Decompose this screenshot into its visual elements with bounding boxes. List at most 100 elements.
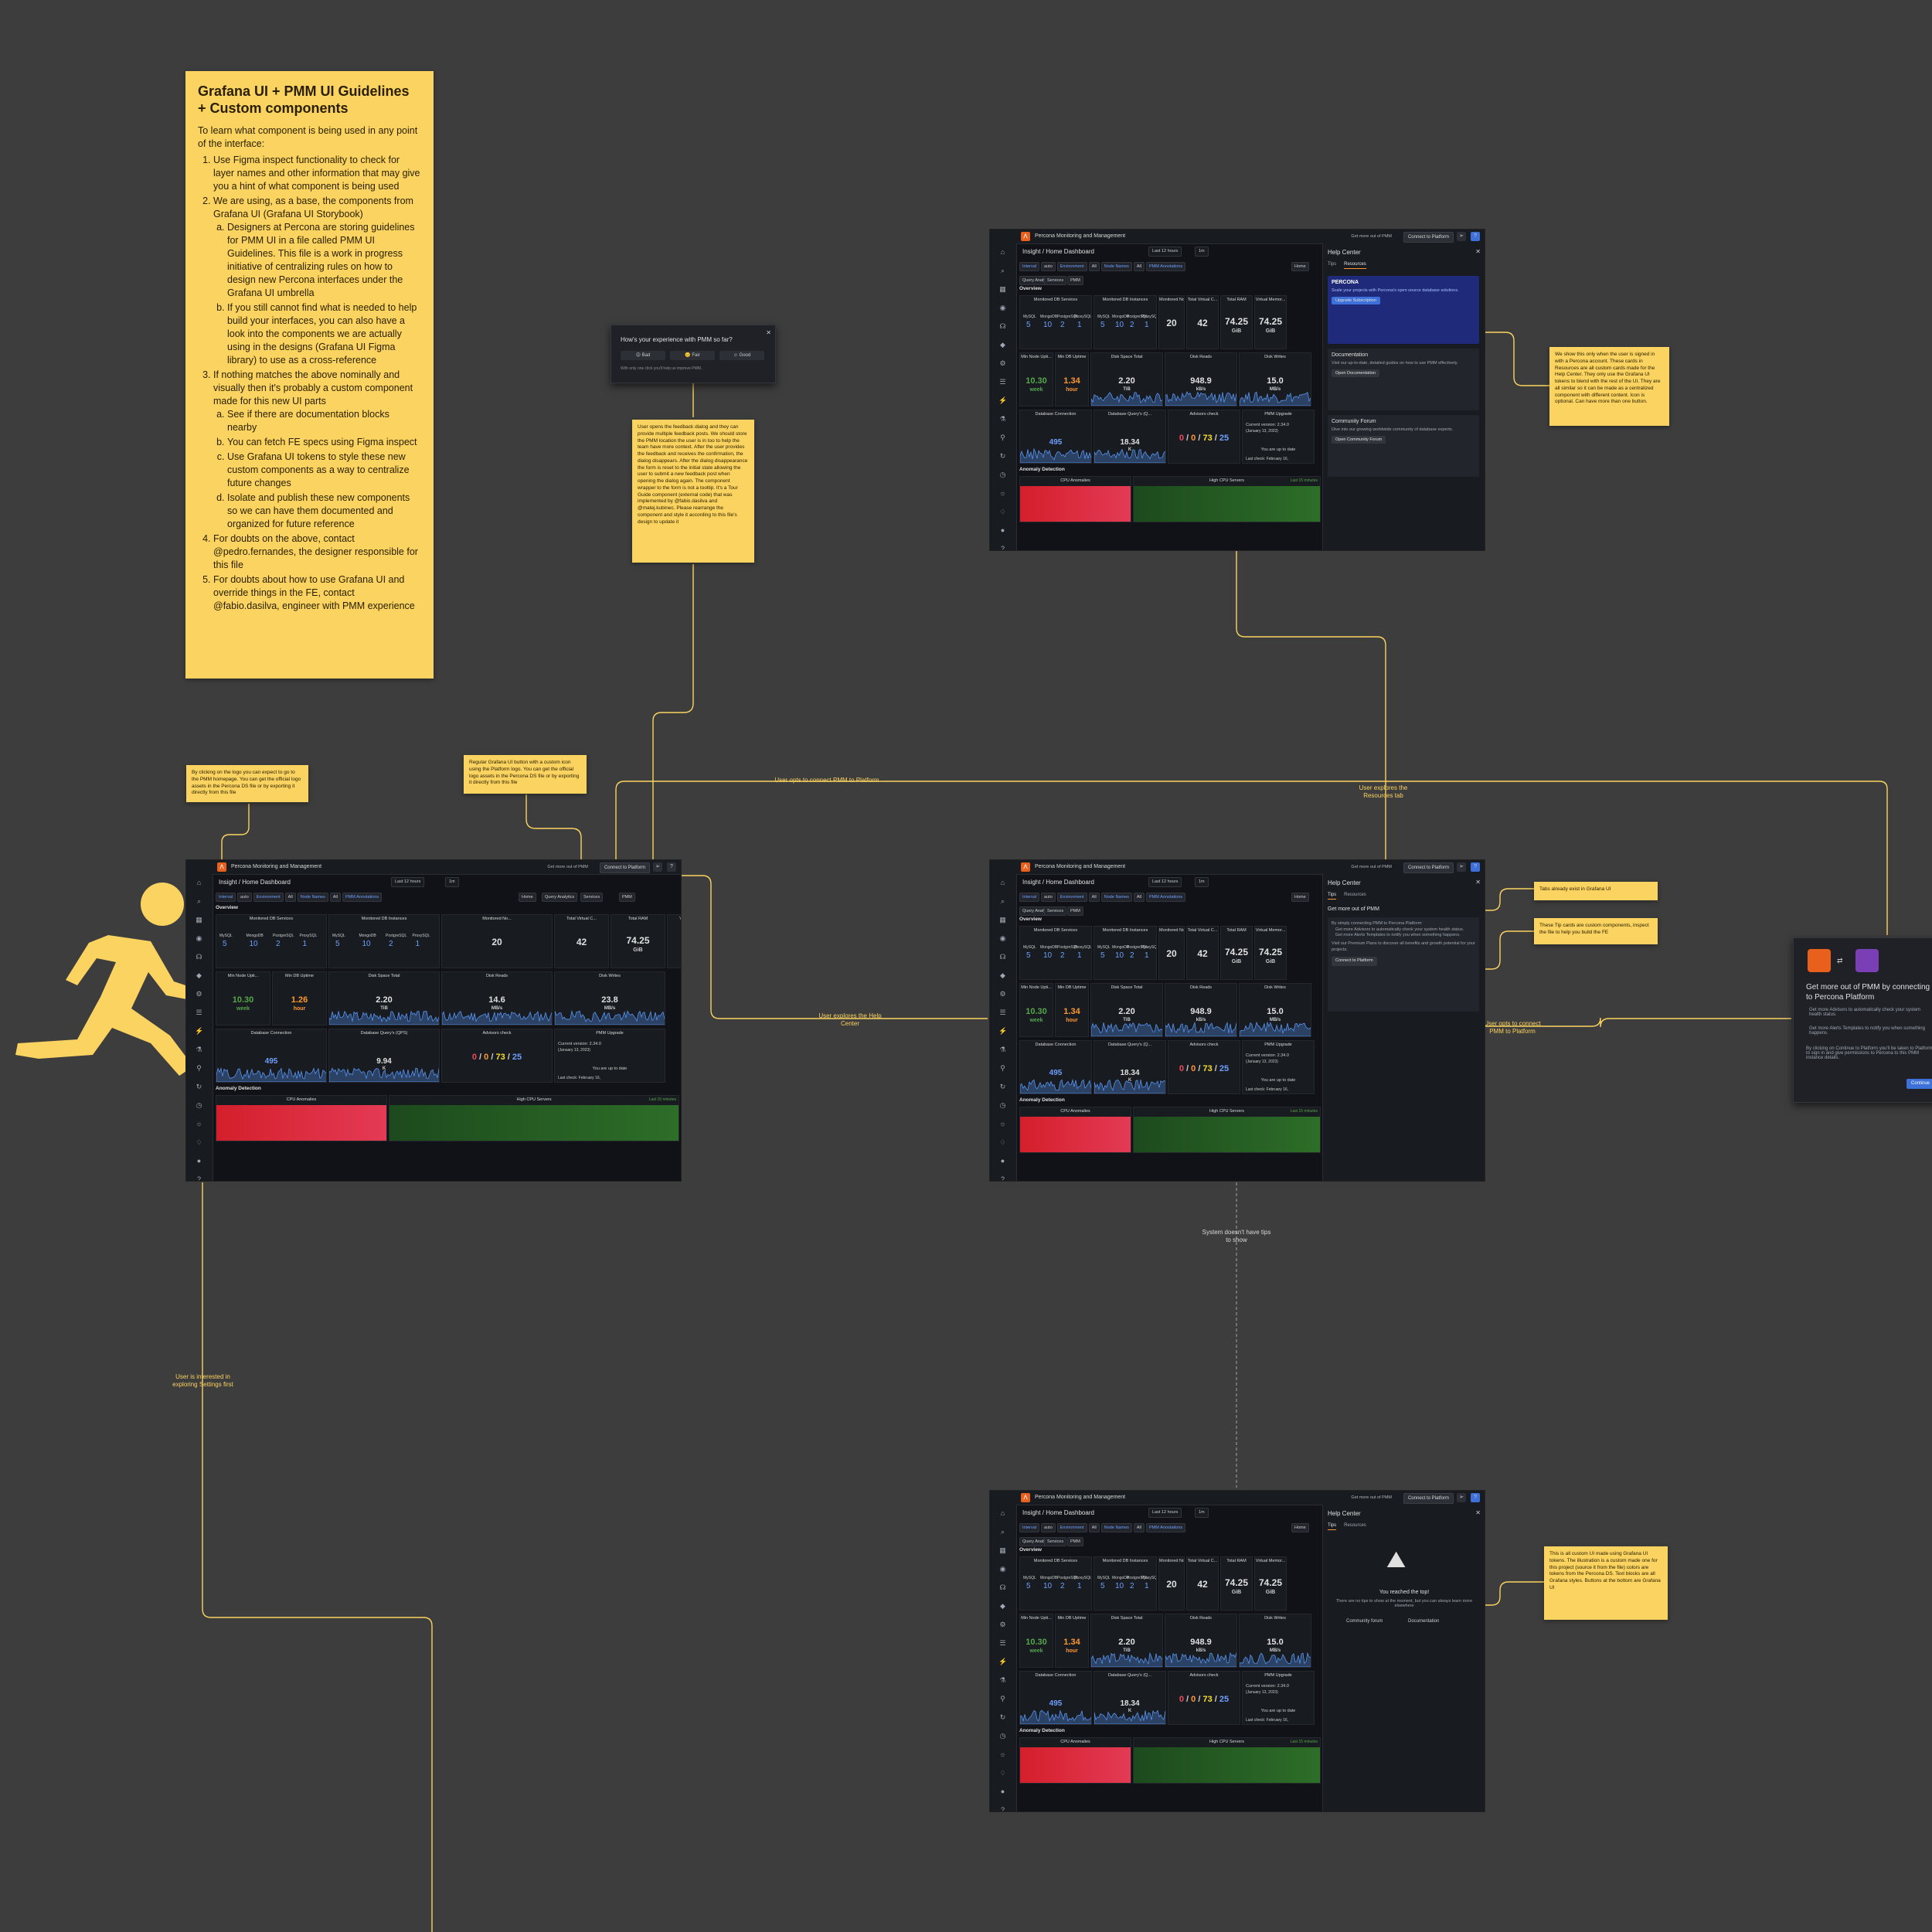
nav-icon[interactable]: ⚗ <box>999 1676 1006 1684</box>
connect-platform-button[interactable]: Connect to Platform <box>1403 232 1454 243</box>
nav-icon[interactable]: ◆ <box>1000 1602 1005 1610</box>
percona-logo-icon[interactable]: ⋀ <box>1021 1493 1030 1502</box>
overview-section[interactable]: Overview <box>1019 286 1042 291</box>
variable-chip[interactable]: PMM Annotations <box>1146 262 1186 271</box>
anomaly-section[interactable]: Anomaly Detection <box>1019 1097 1065 1103</box>
nav-icon[interactable]: ◷ <box>999 1732 1006 1740</box>
nav-icon[interactable]: ☊ <box>999 322 1006 330</box>
dashboard-link[interactable]: Services <box>1044 276 1067 285</box>
nav-icon[interactable]: ● <box>1000 1157 1005 1165</box>
nav-icon[interactable]: ◷ <box>999 471 1006 478</box>
get-more-link[interactable]: Get more out of PMM <box>1351 865 1392 869</box>
dashboard-link[interactable]: PMM <box>1067 906 1083 916</box>
nav-icon[interactable]: ◉ <box>999 1565 1006 1573</box>
nav-icon[interactable]: ↻ <box>196 1083 202 1090</box>
tab-resources[interactable]: Resources <box>1344 1523 1366 1528</box>
dashboard-link[interactable]: Home <box>1291 893 1309 902</box>
upgrade-button[interactable]: Upgrade Subscription <box>1332 297 1380 304</box>
nav-icon[interactable]: ☼ <box>999 1750 1006 1758</box>
continue-button[interactable]: Continue <box>1906 1079 1932 1089</box>
variable-chip[interactable]: PMM Annotations <box>1146 1523 1186 1532</box>
dashboard-link[interactable]: Home <box>1291 1523 1309 1532</box>
community-forum-link[interactable]: Community forum <box>1346 1619 1383 1624</box>
nav-icon[interactable]: ? <box>196 1175 201 1182</box>
panel-cpu-anomalies[interactable]: CPU Anomalies <box>216 1095 387 1141</box>
nav-icon[interactable]: ◷ <box>196 1101 202 1109</box>
documentation-link[interactable]: Documentation <box>1408 1619 1440 1624</box>
percona-logo-icon[interactable]: ⋀ <box>217 862 226 872</box>
nav-icon[interactable]: ☰ <box>196 1009 202 1016</box>
nav-icon[interactable]: ⌂ <box>196 879 202 886</box>
feedback-icon[interactable]: ➢ <box>1457 862 1466 872</box>
feedback-bad-button[interactable]: ☹ Bad <box>621 351 665 360</box>
variable-chip[interactable]: All <box>1133 893 1145 902</box>
nav-icon[interactable]: ↻ <box>999 1713 1006 1721</box>
nav-icon[interactable]: ↻ <box>999 452 1006 460</box>
nav-icon[interactable]: ⚲ <box>196 1064 202 1072</box>
nav-icon[interactable]: ⌂ <box>1000 879 1005 886</box>
nav-icon[interactable]: ? <box>1000 1175 1005 1182</box>
nav-icon[interactable]: ♢ <box>999 1769 1006 1777</box>
tab-tips[interactable]: Tips <box>1328 262 1337 267</box>
panel-monitored-nodes[interactable]: Monitored No...20 <box>1158 295 1185 349</box>
close-icon[interactable]: ✕ <box>766 329 771 336</box>
close-icon[interactable]: ✕ <box>1475 879 1481 886</box>
tips-connect-button[interactable]: Connect to Platform <box>1332 957 1377 967</box>
nav-icon[interactable]: ⚙ <box>999 990 1006 998</box>
variable-chip[interactable]: All <box>1133 262 1145 271</box>
nav-icon[interactable]: ● <box>196 1157 202 1165</box>
percona-logo-icon[interactable]: ⋀ <box>1021 862 1030 872</box>
panel-virtual-cpu[interactable]: Total Virtual C...42 <box>554 914 609 968</box>
feedback-icon[interactable]: ➢ <box>1457 1493 1466 1502</box>
nav-icon[interactable]: ☼ <box>999 1120 1006 1128</box>
variable-chip[interactable]: auto <box>237 893 252 902</box>
panel-virtual-cpu[interactable]: Total Virtual C...42 <box>1186 295 1219 349</box>
time-picker[interactable]: Last 12 hours <box>1148 1508 1182 1518</box>
dashboard-link[interactable]: Services <box>1044 906 1067 916</box>
tab-tips[interactable]: Tips <box>1328 893 1337 900</box>
nav-icon[interactable]: ? <box>1000 1806 1005 1812</box>
dashboard-link[interactable]: PMM <box>1067 276 1083 285</box>
panel-virtual-cpu[interactable]: Total Virtual C...42 <box>1186 1556 1219 1611</box>
nav-icon[interactable]: ⌕ <box>196 897 202 905</box>
variable-chip[interactable]: Interval <box>1019 262 1040 271</box>
variable-chip[interactable]: All <box>1088 893 1100 902</box>
get-more-link[interactable]: Get more out of PMM <box>1351 1495 1392 1500</box>
nav-icon[interactable]: ☊ <box>196 953 202 961</box>
get-more-link[interactable]: Get more out of PMM <box>547 865 588 869</box>
dashboard-link[interactable]: Services <box>580 893 604 902</box>
nav-icon[interactable]: ⚡ <box>195 1027 204 1035</box>
tab-tips[interactable]: Tips <box>1328 1523 1337 1530</box>
panel-cpu-anomalies[interactable]: CPU Anomalies <box>1019 1107 1131 1153</box>
nav-icon[interactable]: ● <box>1000 526 1005 534</box>
feedback-good-button[interactable]: ☺ Good <box>719 351 764 360</box>
